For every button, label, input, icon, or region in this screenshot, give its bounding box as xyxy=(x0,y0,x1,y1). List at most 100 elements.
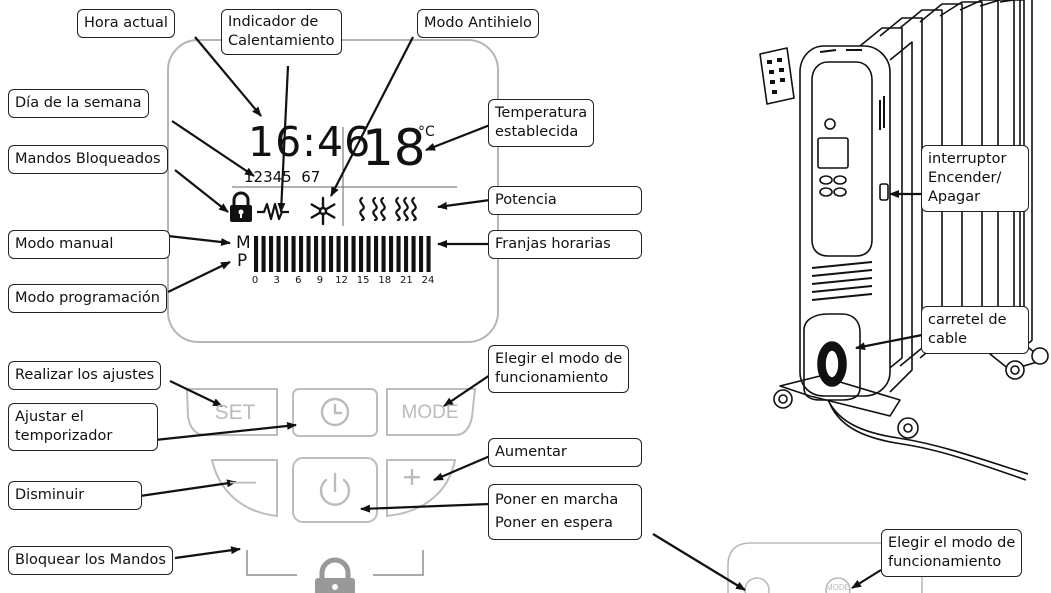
minus-button[interactable] xyxy=(210,459,278,518)
hour-tick-label: 12 xyxy=(335,275,348,286)
set-label: SET xyxy=(214,401,256,424)
arrow-bloquear xyxy=(174,546,241,560)
display-time: 16:46 xyxy=(248,118,372,166)
arrow-modo-programacion xyxy=(167,261,231,293)
hour-tick-label: 18 xyxy=(378,275,392,286)
time-slot-bar xyxy=(276,236,281,272)
time-slot-bars xyxy=(254,236,431,272)
time-slot-bar xyxy=(336,236,341,272)
label-elegir-modo: Elegir el modo de funcionamiento xyxy=(488,345,630,393)
label-carretel: carretel de cable xyxy=(921,306,1029,354)
lock-bracket xyxy=(246,550,424,576)
display-dividers xyxy=(232,127,457,226)
time-slot-bar xyxy=(284,236,289,272)
time-slot-bar xyxy=(269,236,274,272)
mode-button[interactable] xyxy=(386,388,477,436)
time-slot-bar xyxy=(366,236,371,272)
arrow-elegir-modo-2 xyxy=(851,569,882,589)
timer-button[interactable] xyxy=(292,388,378,437)
label-disminuir: Disminuir xyxy=(8,481,142,510)
mode-label: MODE xyxy=(401,402,459,423)
plus-button[interactable] xyxy=(386,459,457,518)
time-slot-bar xyxy=(299,236,304,272)
time-slot-bar xyxy=(291,236,296,272)
arrow-espera xyxy=(652,533,746,591)
plus-label: + xyxy=(402,459,422,495)
lock-keys-icon xyxy=(315,557,355,593)
time-slot-bar xyxy=(411,236,416,272)
arrow-ajustes xyxy=(169,380,223,407)
hour-tick-label: 21 xyxy=(400,275,413,286)
time-slot-bar xyxy=(396,236,401,272)
label-ajustar-temporizador: Ajustar el temporizador xyxy=(8,403,158,451)
hour-tick-label: 9 xyxy=(316,275,324,286)
label-mandos-bloqueados: Mandos Bloqueados xyxy=(8,145,168,174)
set-button[interactable] xyxy=(185,388,278,436)
display-unit: °C xyxy=(418,124,435,140)
arrow-modo-manual xyxy=(167,234,231,246)
power-button[interactable] xyxy=(292,457,378,523)
time-slot-bar xyxy=(254,236,259,272)
snowflake-icon xyxy=(310,196,336,226)
arrow-dia-semana xyxy=(171,120,255,177)
label-temperatura-establecida: Temperatura establecida xyxy=(488,99,595,147)
time-slot-bar xyxy=(321,236,326,272)
hour-tick-label: 0 xyxy=(251,275,259,286)
time-slot-bar xyxy=(306,236,311,272)
clock-icon xyxy=(320,397,350,427)
arrow-marcha xyxy=(360,502,491,513)
arrow-temporizador xyxy=(154,421,297,442)
time-slot-bar xyxy=(261,236,266,272)
time-slot-bar xyxy=(381,236,386,272)
arrow-calentamiento xyxy=(277,65,290,213)
hour-tick-label: 6 xyxy=(295,275,302,286)
heating-indicator-icon xyxy=(257,202,289,221)
time-slot-bar xyxy=(344,236,349,272)
mini-mode-label: MODE xyxy=(826,583,850,592)
label-poner-marcha: Poner en marcha Poner en espera xyxy=(488,484,642,540)
time-slot-bar xyxy=(329,236,334,272)
time-slot-bar xyxy=(314,236,319,272)
label-franjas-horarias: Franjas horarias xyxy=(488,230,642,259)
label-hora-actual: Hora actual xyxy=(77,9,175,38)
label-dia-semana: Día de la semana xyxy=(8,89,149,118)
label-modo-programacion: Modo programación xyxy=(8,284,167,313)
time-slot-bar xyxy=(374,236,379,272)
time-slot-bar xyxy=(426,236,431,272)
label-elegir-modo-2: Elegir el modo de funcionamiento xyxy=(881,529,1023,577)
hour-tick-label: 24 xyxy=(421,275,435,286)
power-icon xyxy=(319,472,351,506)
label-modo-manual: Modo manual xyxy=(8,230,170,259)
label-interruptor: interruptor Encender/ Apagar xyxy=(921,145,1029,212)
label-aumentar: Aumentar xyxy=(488,438,642,467)
arrow-antihielo xyxy=(330,36,414,197)
arrow-potencia xyxy=(437,198,491,210)
lock-icon xyxy=(230,191,252,222)
arrow-carretel xyxy=(855,333,923,351)
arrow-hora-actual xyxy=(194,36,262,117)
arrow-disminuir xyxy=(139,479,237,498)
display-mode-program: P xyxy=(237,251,248,271)
time-slot-bar xyxy=(351,236,356,272)
display-days: 12345 67 xyxy=(244,168,321,186)
label-potencia: Potencia xyxy=(488,186,642,215)
arrow-elegir-modo xyxy=(443,374,491,407)
label-modo-antihielo: Modo Antihielo xyxy=(417,9,539,38)
heater-illustration xyxy=(759,0,1049,481)
time-slot-bar xyxy=(359,236,364,272)
time-slot-bar xyxy=(404,236,409,272)
label-indicador-calentamiento: Indicador de Calentamiento xyxy=(221,9,342,55)
time-slot-bar xyxy=(419,236,424,272)
arrow-aumentar xyxy=(433,454,491,482)
hour-tick-label: 15 xyxy=(356,275,370,286)
label-bloquear-mandos: Bloquear los Mandos xyxy=(8,546,173,575)
time-slot-bar xyxy=(389,236,394,272)
label-realizar-ajustes: Realizar los ajustes xyxy=(8,361,162,390)
display-temperature: 18 xyxy=(362,119,426,177)
arrow-temperatura xyxy=(425,123,491,152)
hour-tick-label: 3 xyxy=(273,275,280,286)
minus-label: — xyxy=(230,465,256,495)
power-level-icon xyxy=(359,196,417,222)
arrow-mandos-bloqueados xyxy=(174,169,229,213)
display-mode-manual: M xyxy=(236,233,251,253)
